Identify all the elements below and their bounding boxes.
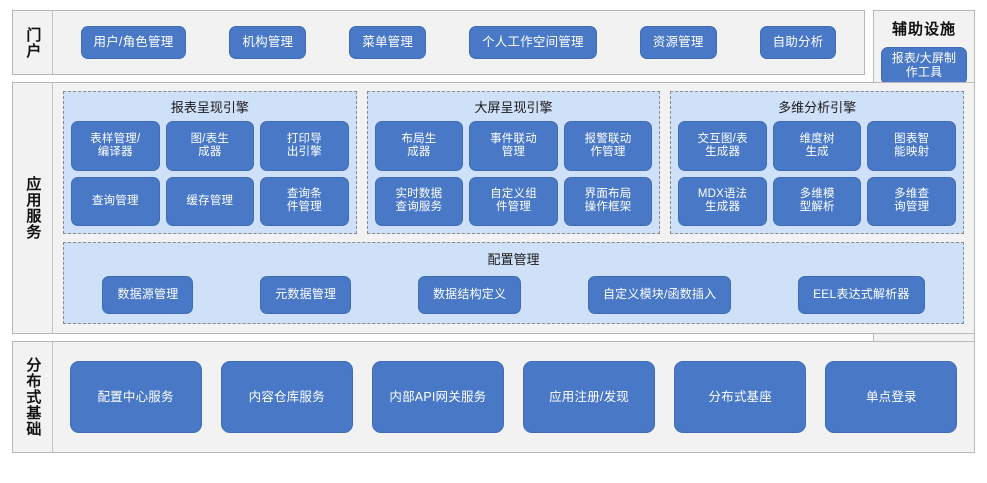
portal-button-user-role[interactable]: 用户/角色管理 (80, 26, 187, 59)
engine-item-bigscreen-event-linkage[interactable]: 事件联动 管理 (469, 121, 558, 171)
engine-grid-bigscreen: 布局生 成器 事件联动 管理 报警联动 作管理 实时数据 查询服务 自定义组 件… (374, 121, 653, 226)
portal-button-self-service-analysis[interactable]: 自助分析 (759, 26, 837, 59)
dist-button-single-sign-on[interactable]: 单点登录 (825, 361, 958, 433)
config-management-row: 数据源管理 元数据管理 数据结构定义 自定义模块/函数插入 EEL表达式解析器 (74, 274, 953, 315)
engine-item-report-query-condition[interactable]: 查询条 件管理 (260, 176, 349, 226)
engine-title-report: 报表呈现引擎 (170, 100, 249, 115)
engine-panel-multidim: 多维分析引擎 交互图/表 生成器 维度树 生成 图表智 能映射 MDX语法 生成… (670, 91, 965, 234)
engines-row: 报表呈现引擎 表样管理/ 编译器 图/表生 成器 打印导 出引擎 查询管理 缓存… (63, 91, 965, 234)
engine-item-bigscreen-layout-generator[interactable]: 布局生 成器 (374, 121, 464, 171)
dist-button-internal-api-gateway-service[interactable]: 内部API网关服务 (371, 361, 504, 433)
engine-item-multidim-model-parsing[interactable]: 多维模 型解析 (772, 176, 862, 226)
engine-item-multidim-dimension-tree[interactable]: 维度树 生成 (772, 121, 862, 171)
portal-button-org[interactable]: 机构管理 (229, 26, 307, 59)
engine-item-report-cache-management[interactable]: 缓存管理 (165, 176, 255, 226)
dist-button-distributed-foundation[interactable]: 分布式基座 (674, 361, 807, 433)
config-item-eel-expression-parser[interactable]: EEL表达式解析器 (798, 275, 925, 314)
distributed-base-section: 分布式基础 配置中心服务 内容仓库服务 内部API网关服务 应用注册/发现 分布… (12, 341, 975, 453)
dist-button-content-repository-service[interactable]: 内容仓库服务 (220, 361, 353, 433)
portal-button-resource[interactable]: 资源管理 (639, 26, 717, 59)
engine-item-report-template-compiler[interactable]: 表样管理/ 编译器 (71, 121, 160, 171)
engine-item-multidim-interactive-chart-generator[interactable]: 交互图/表 生成器 (678, 121, 767, 171)
portal-section: 门户 用户/角色管理 机构管理 菜单管理 个人工作空间管理 资源管理 自助分析 (12, 10, 865, 75)
middle-area: 应用服务 报表呈现引擎 表样管理/ 编译器 图/表生 成器 打印导 出引擎 查询… (12, 82, 975, 334)
engine-item-multidim-chart-smart-mapping[interactable]: 图表智 能映射 (867, 121, 956, 171)
engine-item-bigscreen-realtime-query[interactable]: 实时数据 查询服务 (374, 176, 464, 226)
application-service-label: 应用服务 (13, 83, 53, 333)
application-service-section: 应用服务 报表呈现引擎 表样管理/ 编译器 图/表生 成器 打印导 出引擎 查询… (12, 82, 975, 334)
config-item-custom-module-function[interactable]: 自定义模块/函数插入 (587, 275, 732, 314)
dist-button-app-registry-discovery[interactable]: 应用注册/发现 (523, 361, 656, 433)
aux-facilities-title: 辅助设施 (891, 21, 956, 38)
engine-grid-report: 表样管理/ 编译器 图/表生 成器 打印导 出引擎 查询管理 缓存管理 查询条 … (71, 121, 349, 226)
bottom-area: 分布式基础 配置中心服务 内容仓库服务 内部API网关服务 应用注册/发现 分布… (12, 341, 975, 453)
engine-item-report-chart-generator[interactable]: 图/表生 成器 (165, 121, 255, 171)
portal-button-menu[interactable]: 菜单管理 (349, 26, 427, 59)
engine-item-report-print-export[interactable]: 打印导 出引擎 (260, 121, 349, 171)
engine-panel-report: 报表呈现引擎 表样管理/ 编译器 图/表生 成器 打印导 出引擎 查询管理 缓存… (63, 91, 357, 234)
portal-button-workspace[interactable]: 个人工作空间管理 (469, 26, 597, 59)
engine-item-multidim-mdx-generator[interactable]: MDX语法 生成器 (678, 176, 767, 226)
distributed-base-label-text: 分布式基础 (24, 357, 42, 437)
engine-panel-bigscreen: 大屏呈现引擎 布局生 成器 事件联动 管理 报警联动 作管理 实时数据 查询服务… (366, 91, 661, 234)
distributed-base-row: 配置中心服务 内容仓库服务 内部API网关服务 应用注册/发现 分布式基座 单点… (53, 342, 974, 452)
application-service-body: 报表呈现引擎 表样管理/ 编译器 图/表生 成器 打印导 出引擎 查询管理 缓存… (53, 83, 974, 333)
engine-grid-multidim: 交互图/表 生成器 维度树 生成 图表智 能映射 MDX语法 生成器 多维模 型… (678, 121, 956, 226)
engine-title-multidim: 多维分析引擎 (778, 100, 857, 115)
distributed-base-label: 分布式基础 (13, 342, 53, 452)
engine-item-bigscreen-ui-layout-framework[interactable]: 界面布局 操作框架 (563, 176, 653, 226)
engine-title-bigscreen: 大屏呈现引擎 (474, 100, 553, 115)
engine-item-bigscreen-alarm-action[interactable]: 报警联动 作管理 (563, 121, 653, 171)
config-item-data-structure-definition[interactable]: 数据结构定义 (417, 275, 522, 314)
config-item-datasource-management[interactable]: 数据源管理 (102, 275, 194, 314)
engine-item-bigscreen-custom-component[interactable]: 自定义组 件管理 (469, 176, 558, 226)
top-area: 门户 用户/角色管理 机构管理 菜单管理 个人工作空间管理 资源管理 自助分析 … (12, 10, 975, 342)
config-management-title: 配置管理 (487, 252, 540, 267)
engine-item-report-query-management[interactable]: 查询管理 (71, 176, 160, 226)
application-service-label-text: 应用服务 (24, 176, 42, 240)
engine-item-multidim-query-management[interactable]: 多维查 询管理 (867, 176, 956, 226)
config-management-panel: 配置管理 数据源管理 元数据管理 数据结构定义 自定义模块/函数插入 EEL表达… (63, 242, 964, 324)
portal-button-row: 用户/角色管理 机构管理 菜单管理 个人工作空间管理 资源管理 自助分析 (53, 11, 864, 74)
dist-button-config-center-service[interactable]: 配置中心服务 (69, 361, 202, 433)
portal-section-label: 门户 (13, 11, 53, 74)
aux-button-report-screen-tool[interactable]: 报表/大屏制 作工具 (881, 47, 967, 85)
portal-section-label-text: 门户 (24, 26, 42, 59)
config-item-metadata-management[interactable]: 元数据管理 (260, 275, 352, 314)
